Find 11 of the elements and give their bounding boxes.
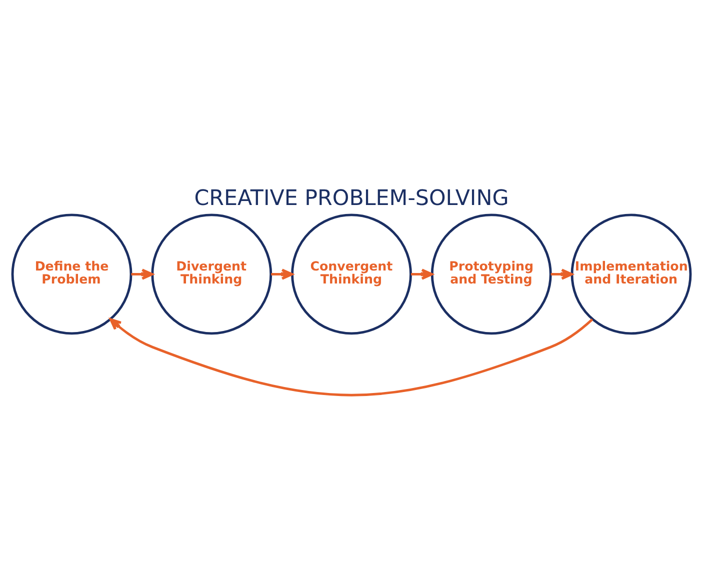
arrow — [131, 268, 154, 280]
arrow — [550, 268, 573, 280]
node-circle: Prototyping and Testing — [430, 214, 552, 335]
node-circle: Convergent Thinking — [291, 214, 412, 335]
arrow — [271, 268, 294, 280]
arrow — [110, 318, 594, 396]
node-circle: Divergent Thinking — [151, 214, 272, 335]
diagram-title: CREATIVE PROBLEM-SOLVING — [194, 186, 509, 211]
node-circle: Implementation and Iteration — [570, 214, 692, 335]
node-circle: Define the Problem — [11, 214, 132, 335]
arrow — [410, 268, 434, 280]
